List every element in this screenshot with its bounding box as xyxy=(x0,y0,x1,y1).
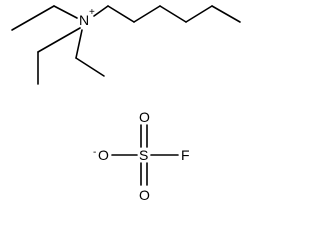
oxygen-top-atom-label: O xyxy=(139,109,150,125)
bond-hexyl-c4-c5 xyxy=(185,5,213,23)
bond-n-ethyl1-ch2 xyxy=(53,5,78,19)
bond-ethyl3-ch2-ch3 xyxy=(75,57,105,77)
oxygen-left-charge-label: - xyxy=(93,147,96,158)
nitrogen-atom-label: N xyxy=(79,12,89,28)
bond-ethyl1-ch2-ch3 xyxy=(11,5,55,31)
bond-hexyl-c1-c2 xyxy=(107,5,135,23)
structure-canvas: N + O O - O S F xyxy=(11,5,241,203)
sulfur-atom-label: S xyxy=(139,147,148,163)
oxygen-bottom-atom-label: O xyxy=(139,187,150,203)
bond-n-ethyl3-ch2 xyxy=(75,29,83,59)
bond-n-ethyl2-ch2 xyxy=(37,27,81,53)
nitrogen-charge-label: + xyxy=(89,7,95,18)
anion-bonds xyxy=(111,124,179,186)
bond-hexyl-c3-c4 xyxy=(159,5,187,23)
chemical-structure-diagram: N + O O - O S F xyxy=(11,5,241,203)
oxygen-left-atom-label: O xyxy=(98,147,109,163)
cation-bonds xyxy=(11,5,241,85)
fluorine-atom-label: F xyxy=(181,147,190,163)
bond-hexyl-c5-c6 xyxy=(211,5,241,23)
bond-n-hexyl-c1 xyxy=(93,5,109,17)
bond-hexyl-c2-c3 xyxy=(133,5,161,23)
